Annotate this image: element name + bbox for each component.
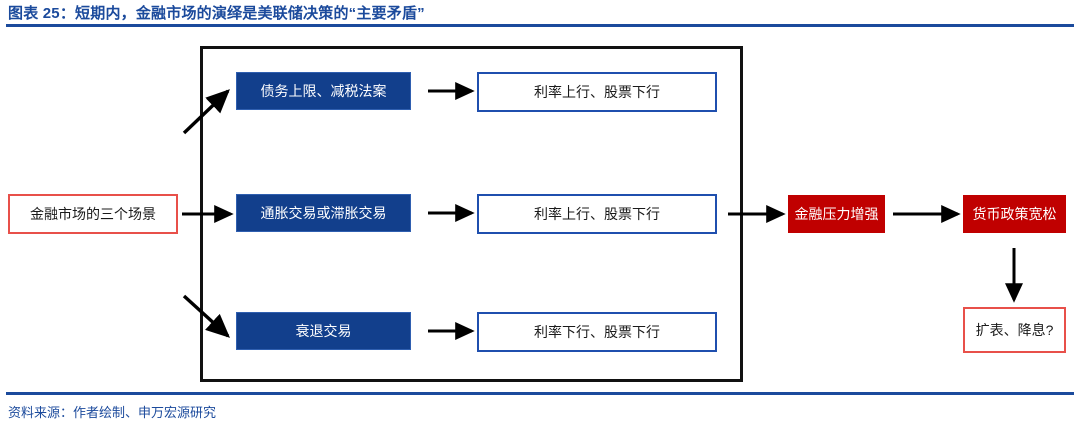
node-outcome-rates-up-stocks-down-1[interactable]: 利率上行、股票下行 — [477, 72, 717, 112]
node-monetary-easing[interactable]: 货币政策宽松 — [963, 195, 1066, 233]
node-financial-stress-rising[interactable]: 金融压力增强 — [788, 195, 885, 233]
source-note: 资料来源：作者绘制、申万宏源研究 — [8, 405, 217, 420]
node-balance-sheet-expansion-rate-cut[interactable]: 扩表、降息? — [963, 307, 1066, 353]
footer-divider — [6, 392, 1074, 395]
node-inflation-or-stagflation-trade[interactable]: 通胀交易或滞胀交易 — [236, 194, 411, 232]
node-recession-trade[interactable]: 衰退交易 — [236, 312, 411, 350]
title-divider — [6, 24, 1074, 27]
node-outcome-rates-up-stocks-down-2[interactable]: 利率上行、股票下行 — [477, 194, 717, 234]
figure-title: 图表 25：短期内，金融市场的演绎是美联储决策的“主要矛盾” — [8, 5, 425, 22]
node-outcome-rates-down-stocks-down[interactable]: 利率下行、股票下行 — [477, 312, 717, 352]
node-debt-ceiling-tax-bill[interactable]: 债务上限、减税法案 — [236, 72, 411, 110]
node-market-scenarios[interactable]: 金融市场的三个场景 — [8, 194, 178, 234]
